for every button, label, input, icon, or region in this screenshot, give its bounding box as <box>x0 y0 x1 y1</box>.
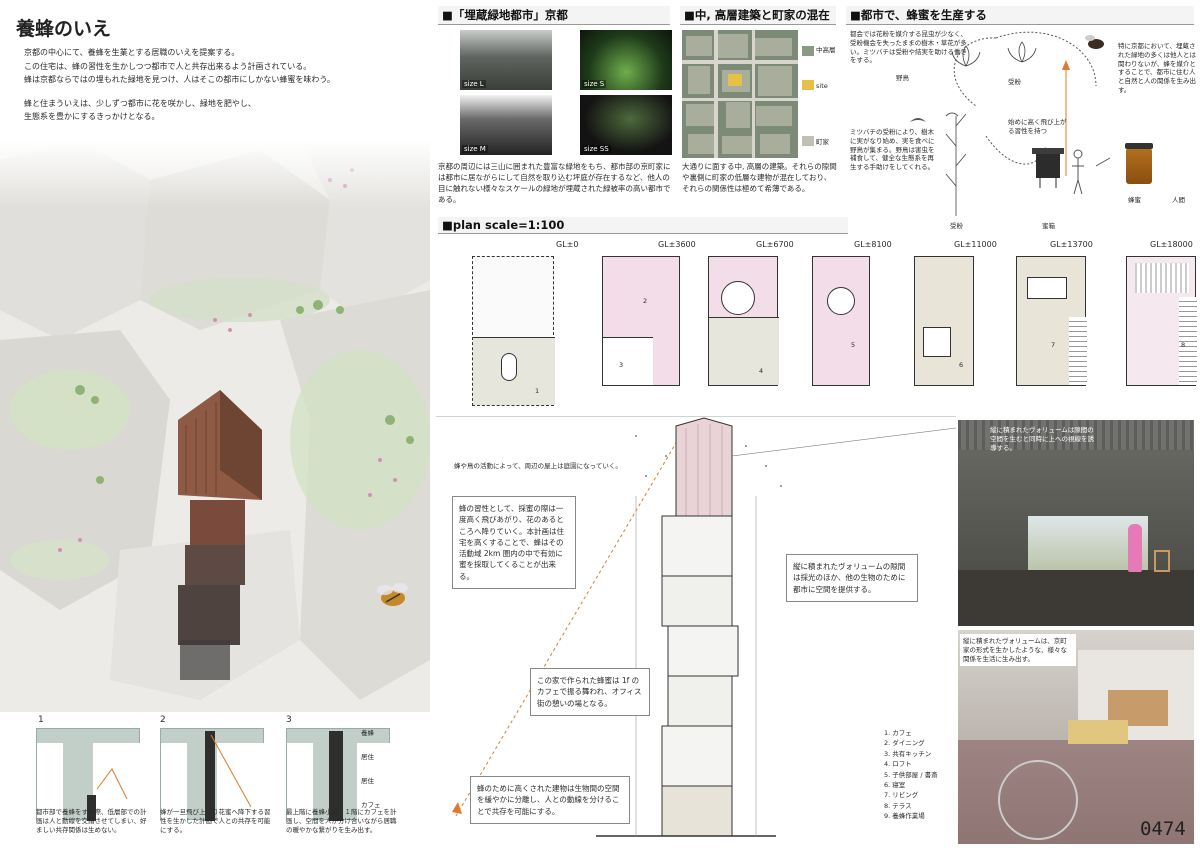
room-num: 2 <box>643 297 648 305</box>
room-num: 6 <box>959 361 964 369</box>
level-gl11000: GL±11000 <box>954 240 997 249</box>
legend-swatch-machiya <box>802 136 814 146</box>
level-gl3600: GL±3600 <box>658 240 696 249</box>
step-3-label: 居住 <box>361 777 374 785</box>
room-list-item: 4. ロフト <box>884 760 912 769</box>
interior-rendering-living <box>958 630 1194 844</box>
step-1-caption: 都市部で養蜂をする際、低層部での計画は人と動線を交錯させてしまい、好ましい共存関… <box>36 808 147 834</box>
legend-machiya: 町家 <box>816 138 829 146</box>
entry-number: 0474 <box>1140 818 1186 840</box>
intro-line: 生態系を豊かにするきっかけとなる。 <box>24 112 160 122</box>
room-list-item: 8. テラス <box>884 801 912 810</box>
section-text-right1: 縦に積まれたヴォリュームの隙間は採光のほか、他の生物のために都市に空間を提供する… <box>786 554 918 602</box>
room-list-item: 5. 子供部屋 / 書斎 <box>884 770 938 779</box>
photo-caption: size L <box>462 80 486 88</box>
interior-caption-1: 縦に積まれたヴォリュームは隙間の空間を生むと同時に上への視線を誘導する。 <box>990 426 1094 452</box>
legend-swatch-midrise <box>802 46 814 56</box>
room-num: 1 <box>535 387 540 395</box>
section-drawing <box>436 416 956 837</box>
step-2-num: 2 <box>160 715 166 725</box>
plan-header: ■plan scale=1:100 <box>438 217 848 234</box>
room-list-item: 3. 共有キッチン <box>884 749 932 758</box>
flight-text: 始めに高く飛び上がる習性を持つ <box>1008 118 1067 135</box>
step-3-label: 養蜂 <box>361 729 374 737</box>
plan-gl13700: 7 <box>1016 256 1087 386</box>
room-list: 1. カフェ 2. ダイニング 3. 共有キッチン 4. ロフト 5. 子供部屋… <box>884 728 984 822</box>
room-num: 8 <box>1181 341 1186 349</box>
step-1-diagram <box>36 728 141 821</box>
section-text-left1: 蜂の習性として、採蜜の際は一度高く飛びあがり、花のあるところへ降りていく。本計画… <box>452 496 576 589</box>
room-list-item: 1. カフェ <box>884 729 912 737</box>
photo-caption: size SS <box>582 145 611 153</box>
photo-size-ss: size SS <box>580 95 672 155</box>
plan-gl6700: 4 <box>708 256 779 386</box>
step-3-label: カフェ <box>361 801 381 809</box>
label-hive: 蜜箱 <box>1042 222 1055 230</box>
room-num: 5 <box>851 341 856 349</box>
room-list-item: 6. 寝室 <box>884 780 906 789</box>
aerial-rendering <box>0 140 430 712</box>
level-gl6700: GL±6700 <box>756 240 794 249</box>
section-header-kyoto: ■「埋蔵緑地都市」京都 <box>438 6 670 25</box>
room-num: 7 <box>1051 341 1056 349</box>
step-3-caption: 最上階に養蜂小屋、１階にカフェを計画し、空間を人が分け合いながら居職の暖やかな繋… <box>286 808 397 834</box>
left-panel: 養蜂のいえ 京都の中心にて、養蜂を生業とする居職のいえを提案する。 この住宅は、… <box>0 0 430 848</box>
interior-caption-2: 縦に積まれたヴォリュームは、京町家の形式を生かしたような、様々な関係を生活に生み… <box>960 634 1076 667</box>
label-bird: 野鳥 <box>896 74 909 82</box>
section-text-cafe: この家で作られた蜂蜜は 1f のカフェで振る舞われ、オフィス街の憩いの場となる。 <box>530 668 650 716</box>
photo-caption: size S <box>582 80 607 88</box>
label-human: 人間 <box>1172 196 1185 204</box>
room-list-item: 7. リビング <box>884 791 919 800</box>
step-3-num: 3 <box>286 715 292 725</box>
page-title: 養蜂のいえ <box>16 18 112 40</box>
room-num: 4 <box>759 367 764 375</box>
level-gl0: GL±0 <box>556 240 579 249</box>
honey-cycle-diagram <box>910 31 1111 216</box>
section-text-bottom: 蜂のために高くされた建物は生物間の空間を緩やかに分離し、人との動線を分けることで… <box>470 776 630 824</box>
level-gl18000: GL±18000 <box>1150 240 1193 249</box>
plan-gl18000: 8 <box>1126 256 1197 386</box>
intro-line: この住宅は、蜂の習性を生かしつつ都市で人と共存出来るよう計画されている。 <box>24 61 312 71</box>
intro-line: 蜂は京都ならではの埋もれた緑地を見つけ、人はそこの都市にしかない蜂蜜を味わう。 <box>24 75 335 85</box>
plan-gl3600: 2 3 <box>602 256 680 386</box>
honey-jar-icon <box>1125 143 1153 184</box>
step-3-label: 居住 <box>361 753 374 761</box>
section-header-honey: ■都市で、蜂蜜を生産する <box>846 6 1194 25</box>
photo-caption: size M <box>462 145 488 153</box>
section-text-top: 蜂や鳥の活動によって、周辺の屋上は庭園になっていく。 <box>454 462 622 470</box>
intro-text: 京都の中心にて、養蜂を生業とする居職のいえを提案する。 この住宅は、蜂の習性を生… <box>24 46 424 124</box>
plan-gl0: 1 <box>472 256 555 406</box>
step-3-diagram: 養蜂 居住 居住 カフェ <box>286 728 391 821</box>
room-list-item: 9. 養蜂作業場 <box>884 812 925 821</box>
honey-text-mid: ミツバチの受粉により、樹木に実がなり始め、実を食べに野鳥が集まる。野鳥は害虫を補… <box>850 128 935 172</box>
legend-site: site <box>816 82 828 90</box>
honey-text-right: 特に京都において、埋蔵された緑地の多くは他人とは関わりないが、蜂を媒介とすること… <box>1118 42 1196 94</box>
section1-text: 京都の周辺には三山に囲まれた豊富な緑地をもち、都市部の京町家には都市に居ながらに… <box>438 162 671 204</box>
legend-swatch-site <box>802 80 814 90</box>
label-pollination: 受粉 <box>1008 78 1021 86</box>
step-1-num: 1 <box>38 715 44 725</box>
intro-line: 京都の中心にて、養蜂を生業とする居職のいえを提案する。 <box>24 48 240 57</box>
aerial-map <box>682 30 798 158</box>
step-2-caption: 蜂が一旦飛び上がり花蜜へ降下する習性を生かした計画で人との共存を可能にする。 <box>160 808 271 834</box>
intro-line: 蜂と住まういえは、少しずつ都市に花を咲かし、緑地を肥やし、 <box>24 98 256 108</box>
section2-text: 大通りに面する中, 高層の建築。それらの隙間や裏側に町家の低層な建物が混在してお… <box>682 162 837 193</box>
room-list-item: 2. ダイニング <box>884 739 925 748</box>
step-2-diagram <box>160 728 265 821</box>
plan-gl8100: 5 <box>812 256 870 386</box>
interior-rendering-terrace: 縦に積まれたヴォリュームは隙間の空間を生むと同時に上への視線を誘導する。 <box>958 420 1194 626</box>
honey-text-top: 都会では花粉を媒介する昆虫が少なく、受粉機会を失ったままの樹木・草花が多い。ミツ… <box>850 30 967 65</box>
section-header-mixed: ■中, 高層建築と町家の混在 <box>680 6 836 25</box>
photo-size-m: size M <box>460 95 552 155</box>
plan-row: GL±0 1 GL±3600 2 3 GL±6700 4 GL±8100 5 G… <box>436 236 1200 416</box>
level-gl8100: GL±8100 <box>854 240 892 249</box>
legend-midrise: 中高層 <box>816 46 836 54</box>
room-num: 3 <box>619 361 624 369</box>
plan-gl11000: 6 <box>914 256 974 386</box>
level-gl13700: GL±13700 <box>1050 240 1093 249</box>
photo-size-l: size L <box>460 30 552 90</box>
photo-size-s: size S <box>580 30 672 90</box>
label-honey: 蜂蜜 <box>1128 196 1141 204</box>
label-pollen-2: 受粉 <box>950 222 963 230</box>
